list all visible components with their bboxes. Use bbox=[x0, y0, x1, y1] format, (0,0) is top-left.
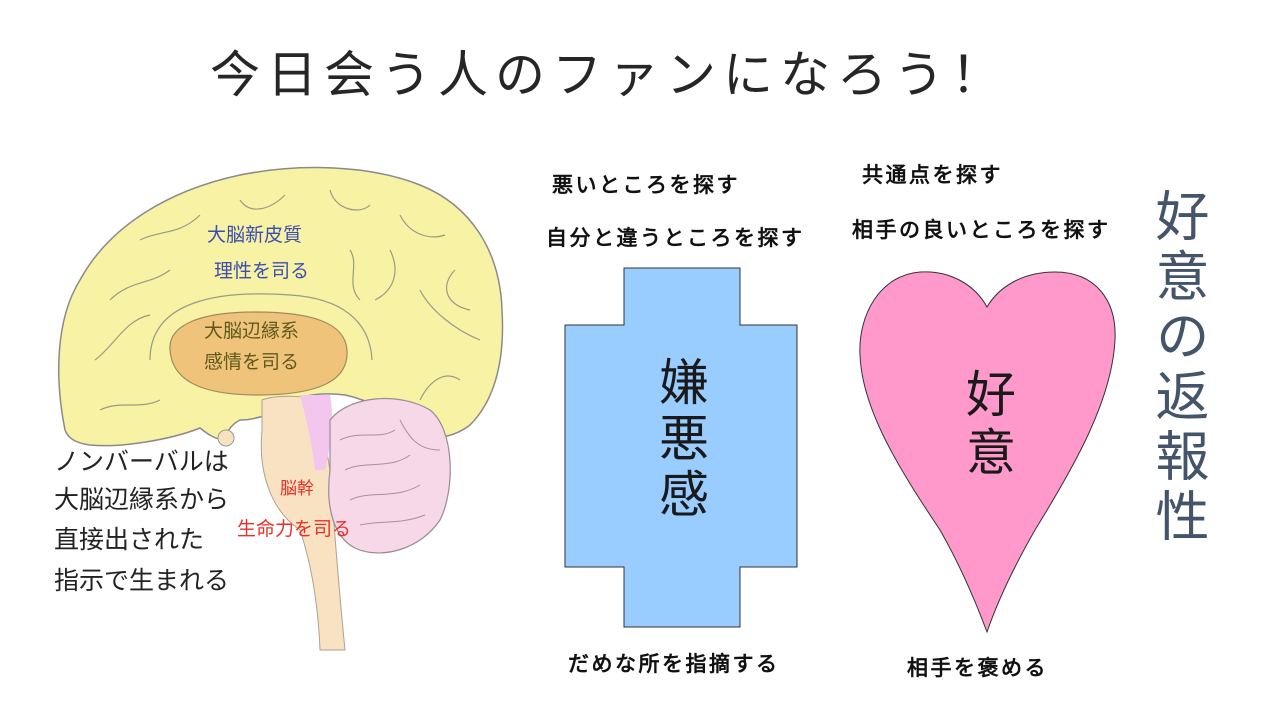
neocortex-role-label: 理性を司る bbox=[214, 260, 310, 282]
limbic-system-area bbox=[169, 311, 348, 396]
midbrain-area bbox=[300, 395, 333, 470]
cerebrum-gyri bbox=[94, 189, 481, 411]
dislike-outcome: だめな所を指摘する bbox=[568, 652, 780, 676]
note-line: ノンバーバルは bbox=[54, 447, 229, 476]
cerebellum bbox=[328, 397, 451, 554]
brainstem-role-label: 生命力を司る bbox=[237, 518, 352, 540]
slide-title: 今日会う人のファンになろう！ bbox=[210, 46, 1008, 104]
side-title: 好意の返報性 bbox=[1146, 188, 1209, 548]
brainstem-label: 脳幹 bbox=[280, 479, 314, 499]
like-heart-shape bbox=[859, 271, 1116, 634]
cerebrum bbox=[58, 166, 504, 447]
limbic-role-label: 感情を司る bbox=[204, 351, 300, 373]
like-cause: 共通点を探す bbox=[862, 163, 1003, 187]
limbic-label: 大脳辺縁系 bbox=[204, 320, 300, 342]
dislike-cause: 悪いところを探す bbox=[552, 173, 740, 197]
cerebellum-folia bbox=[339, 419, 441, 526]
dislike-feeling-label: 嫌悪感 bbox=[651, 356, 709, 524]
like-feeling-label: 好意 bbox=[958, 368, 1016, 484]
note-line: 指示で生まれる bbox=[54, 566, 230, 595]
pituitary bbox=[217, 429, 235, 447]
note-line: 大脳辺縁系から bbox=[54, 485, 230, 514]
like-cause: 相手の良いところを探す bbox=[852, 218, 1111, 242]
dislike-cause: 自分と違うところを探す bbox=[546, 226, 805, 250]
note-line: 直接出された bbox=[54, 525, 205, 554]
like-outcome: 相手を褒める bbox=[907, 656, 1048, 680]
neocortex-label: 大脳新皮質 bbox=[207, 224, 303, 246]
brain-illustration bbox=[58, 166, 504, 651]
dislike-shape bbox=[564, 267, 798, 628]
